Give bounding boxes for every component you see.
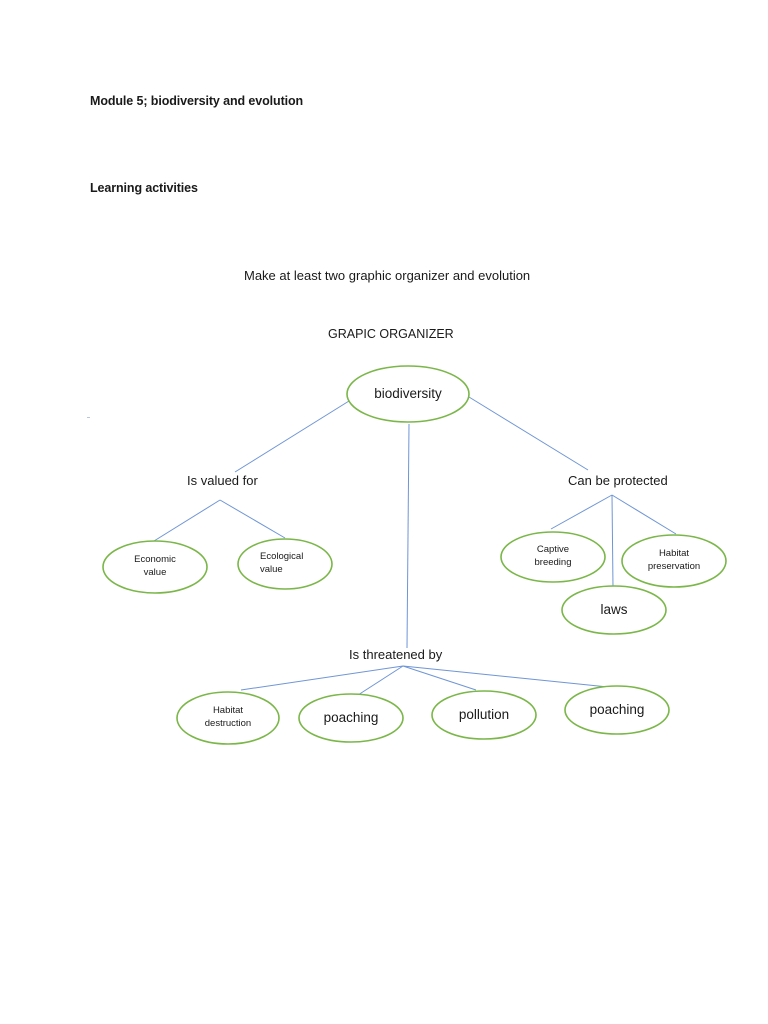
ellipses — [102, 365, 727, 745]
ellipse-poaching-1 — [298, 693, 404, 743]
node-label-line1: Captive — [536, 544, 570, 556]
ellipse-economic — [102, 540, 208, 594]
connector-threatened-poaching1 — [357, 665, 404, 696]
connector-protected-habitat — [611, 494, 677, 535]
ellipse-pollution — [431, 690, 537, 740]
node-poaching-2: poaching — [565, 686, 669, 734]
node-label: laws — [600, 601, 628, 617]
branch-label-protected: Can be protected — [568, 473, 668, 488]
connector-root-valued — [234, 400, 350, 473]
node-label-line2: value — [143, 567, 167, 578]
branch-label-threatened: Is threatened by — [349, 647, 443, 662]
node-label: pollution — [458, 706, 510, 722]
node-habitat-destruction: Habitat destruction — [177, 692, 279, 744]
node-economic-value: Economic value — [103, 541, 207, 593]
node-label-line1: Habitat — [212, 705, 244, 717]
connector-threatened-pollution — [402, 665, 477, 691]
ellipse-habitat-destruction — [176, 691, 280, 745]
module-title: Module 5; biodiversity and evolution — [90, 94, 304, 108]
connector-valued-ecological — [219, 499, 286, 539]
connector-protected-laws — [611, 494, 614, 589]
node-ecological-value: Ecological value — [238, 539, 332, 589]
ellipse-laws — [561, 585, 667, 635]
node-poaching-1: poaching — [299, 694, 403, 742]
ellipse-ecological — [237, 538, 333, 590]
connector-root-protected — [468, 396, 589, 471]
node-label-line2: breeding — [534, 557, 572, 568]
node-label: biodiversity — [374, 385, 442, 401]
node-label: poaching — [323, 709, 379, 725]
stray-mark — [87, 417, 90, 418]
node-label-line1: Ecological — [260, 551, 304, 563]
node-captive-breeding: Captive breeding — [501, 532, 605, 582]
node-habitat-preservation: Habitat preservation — [622, 535, 726, 587]
node-label-line2: preservation — [647, 561, 701, 572]
ellipse-biodiversity — [346, 365, 470, 423]
connector-threatened-poaching2 — [402, 665, 609, 688]
ellipse-poaching-2 — [564, 685, 670, 735]
node-label: poaching — [589, 701, 645, 717]
branch-label-valued: Is valued for — [187, 473, 258, 488]
ellipse-captive — [500, 531, 606, 583]
connector-threatened-habitat — [240, 665, 404, 691]
ellipse-habitat-preservation — [621, 534, 727, 588]
connector-protected-captive — [550, 494, 613, 530]
node-label-line1: Habitat — [658, 548, 690, 560]
node-pollution: pollution — [432, 691, 536, 739]
node-label-line1: Economic — [134, 554, 176, 566]
node-laws: laws — [562, 586, 666, 634]
node-label-line2: value — [260, 564, 283, 575]
node-label-line2: destruction — [204, 718, 252, 729]
section-title: Learning activities — [90, 181, 198, 195]
organizer-title: GRAPIC ORGANIZER — [328, 327, 454, 341]
instruction-text: Make at least two graphic organizer and … — [244, 268, 531, 283]
node-biodiversity: biodiversity — [347, 366, 469, 422]
connector-valued-economic — [153, 499, 221, 542]
connector-root-threatened — [406, 423, 410, 649]
connector-lines — [153, 396, 677, 696]
